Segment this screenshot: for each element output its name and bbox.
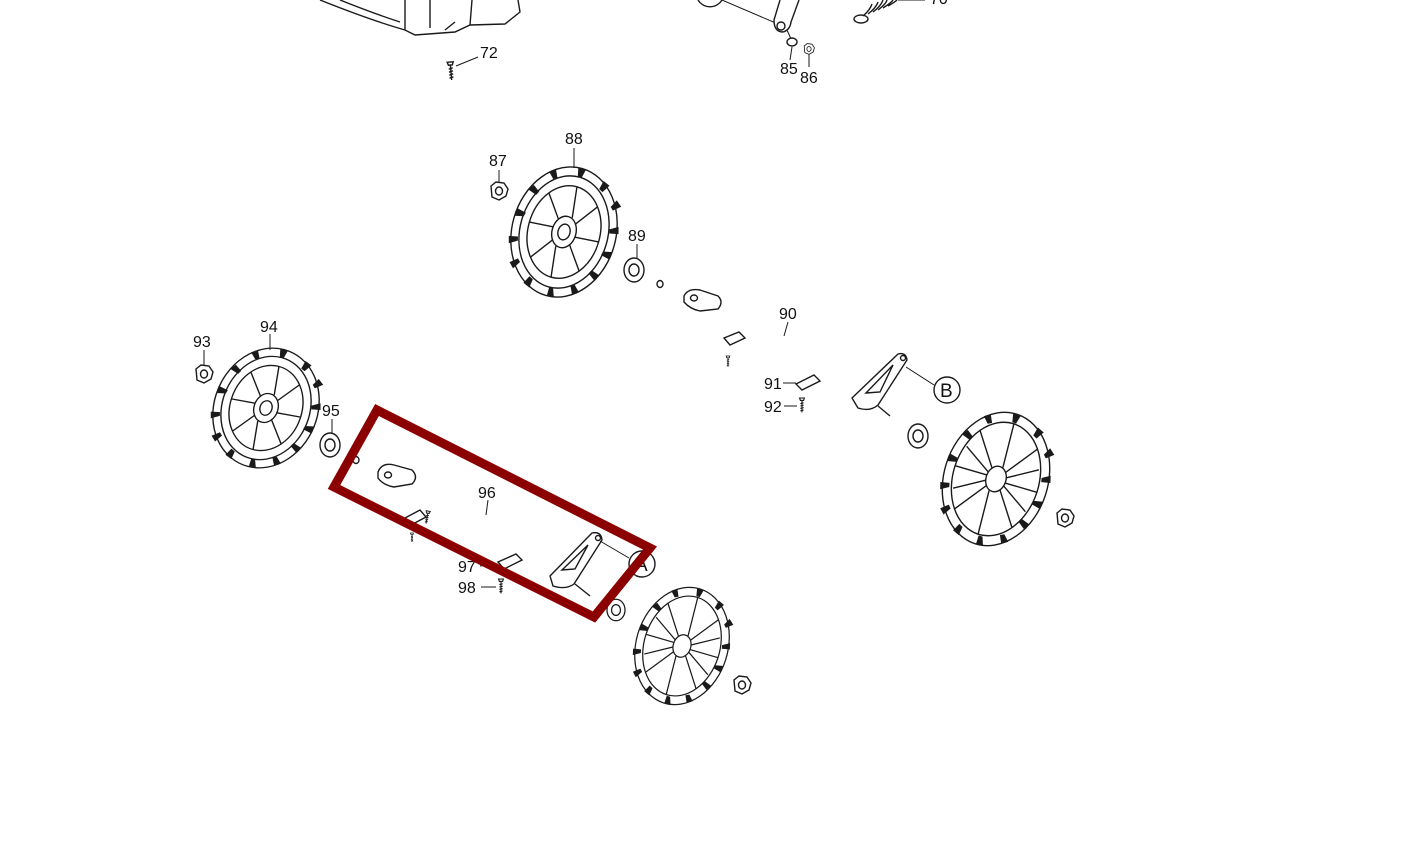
label-72: 72 [480, 45, 498, 62]
label-98: 98 [458, 580, 476, 597]
rear-right-bushing [907, 423, 929, 449]
part-88-wheel [495, 153, 634, 311]
part-94-wheel [197, 335, 336, 481]
label-70: 70 [930, 0, 948, 8]
rear-right-nut [1056, 508, 1075, 528]
top-linkage-fragment: 85 86 70 [697, 0, 948, 87]
rear-right-wheel [924, 397, 1069, 561]
label-87: 87 [489, 153, 507, 170]
label-89: 89 [628, 228, 646, 245]
label-88: 88 [565, 131, 583, 148]
label-94: 94 [260, 319, 278, 336]
label-95: 95 [322, 403, 340, 420]
front-axle-assembly: 93 94 95 96 97 [193, 319, 752, 718]
label-90: 90 [779, 306, 797, 323]
part-95-bushing [319, 432, 341, 458]
callout-b: B [940, 381, 953, 402]
front-right-wheel [619, 574, 746, 718]
label-92: 92 [764, 399, 782, 416]
label-97: 97 [458, 559, 476, 576]
part-87-nut [490, 181, 509, 201]
part-key [722, 331, 747, 346]
label-96: 96 [478, 485, 496, 502]
part-72-screw: 72 [446, 45, 498, 81]
part-91-plate [794, 374, 822, 391]
part-small-screw [725, 355, 731, 368]
rear-axle-assembly: 88 87 89 90 91 [489, 131, 1075, 561]
label-85: 85 [780, 61, 798, 78]
part-96-axle [352, 455, 603, 597]
front-small-screw [410, 532, 414, 543]
part-98-screw [498, 578, 504, 594]
label-91: 91 [764, 376, 782, 393]
part-89-bushing [623, 257, 645, 283]
label-86: 86 [800, 70, 818, 87]
label-93: 93 [193, 334, 211, 351]
part-90-axle [656, 279, 908, 417]
highlight-box [327, 404, 658, 623]
part-92-screw [799, 397, 805, 413]
front-right-nut [733, 675, 752, 695]
part-93-nut [195, 364, 214, 384]
housing-fragment [319, 0, 521, 36]
